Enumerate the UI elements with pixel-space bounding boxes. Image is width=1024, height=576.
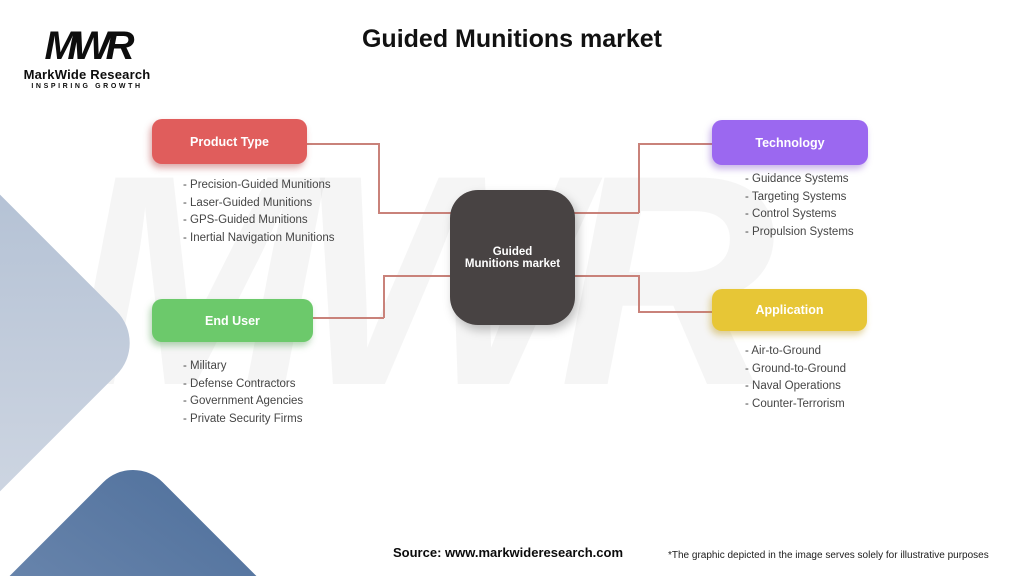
watermark-mwr-monogram: MWR	[70, 112, 776, 448]
logo-company-name: MarkWide Research	[23, 67, 151, 82]
branch-list-technology: - Guidance Systems - Targeting Systems -…	[745, 173, 854, 238]
connector-product-type-h2	[378, 212, 452, 214]
disclaimer-text: *The graphic depicted in the image serve…	[668, 550, 989, 561]
branch-list-end-user: - Military - Defense Contractors - Gover…	[183, 360, 304, 425]
center-node-guided-munitions-market: Guided Munitions market	[450, 190, 575, 325]
branch-list-product-type: - Precision-Guided Munitions - Laser-Gui…	[183, 179, 335, 244]
connector-application-h1	[574, 275, 639, 277]
connector-application-v	[638, 275, 640, 312]
connector-product-type-h1	[307, 143, 379, 145]
connector-end-user-v	[383, 276, 385, 318]
page-title: Guided Munitions market	[361, 25, 663, 53]
connector-application-h2	[638, 311, 712, 313]
branch-box-application: Application	[712, 289, 867, 331]
connector-technology-h1	[574, 212, 639, 214]
decorative-diamond-dark	[0, 452, 374, 576]
connector-end-user-h1	[313, 317, 384, 319]
logo-mwr-monogram: MWR	[44, 24, 135, 68]
connector-technology-v	[638, 144, 640, 213]
logo-tagline: INSPIRING GROWTH	[31, 83, 143, 90]
source-text: Source: www.markwideresearch.com	[393, 545, 624, 560]
connector-end-user-h2	[383, 275, 452, 277]
markwide-research-logo: MWR MarkWide Research INSPIRING GROWTH	[22, 26, 152, 90]
branch-list-application: - Air-to-Ground - Ground-to-Ground - Nav…	[745, 345, 846, 410]
connector-product-type-v	[378, 143, 380, 213]
connector-technology-h2	[638, 143, 712, 145]
branch-box-end-user: End User	[152, 299, 313, 342]
branch-box-product-type: Product Type	[152, 119, 307, 164]
branch-box-technology: Technology	[712, 120, 868, 165]
